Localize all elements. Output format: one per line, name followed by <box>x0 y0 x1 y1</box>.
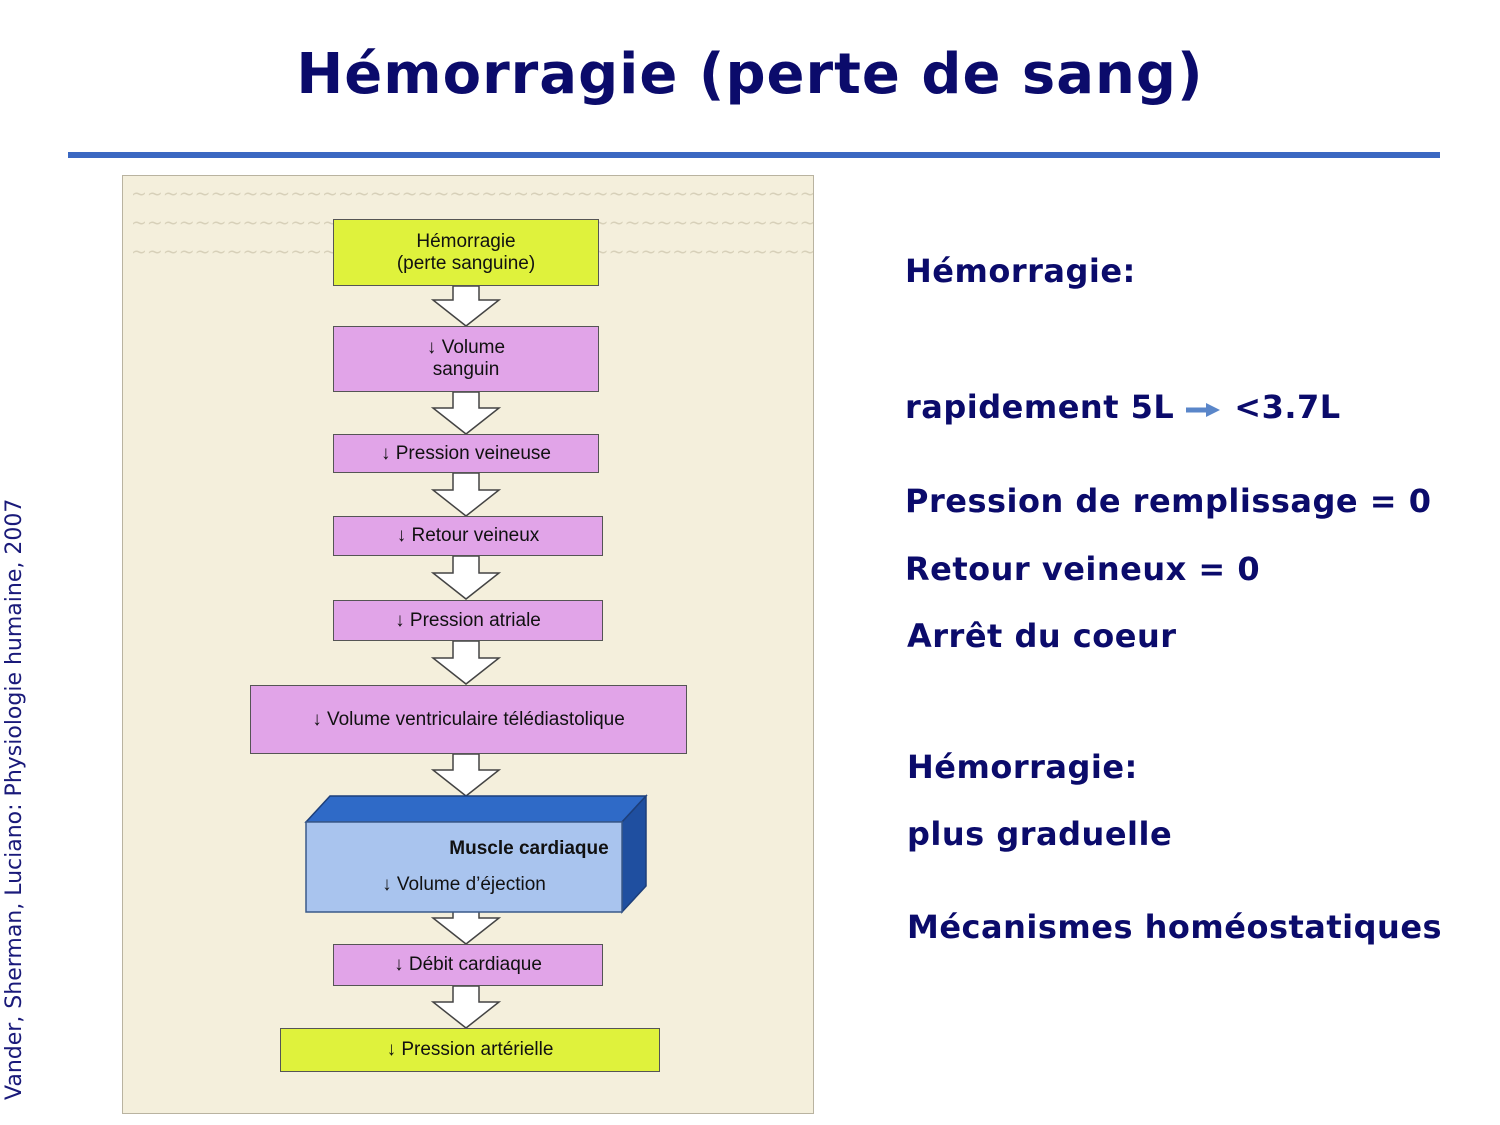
box-muscle-cardiaque: Muscle cardiaque ↓ Volume d’éjection <box>306 822 622 912</box>
box-volume-sanguin: ↓ Volume sanguin <box>333 326 599 392</box>
box-label: ↓ Volume d’éjection <box>382 874 546 895</box>
box-label: ↓ Volume <box>426 337 506 358</box>
text-retour-veineux: Retour veineux = 0 <box>905 550 1261 588</box>
box-label: Hémorragie <box>416 230 516 252</box>
down-arrow-icon <box>430 472 502 517</box>
box-label-bold: Muscle cardiaque <box>449 838 609 859</box>
citation: Vander, Sherman, Luciano: Physiologie hu… <box>2 498 27 1100</box>
text-plus-graduelle: plus graduelle <box>907 815 1173 853</box>
text-mecanismes: Mécanismes homéostatiques <box>907 908 1443 946</box>
text-arret-coeur: Arrêt du coeur <box>907 617 1177 655</box>
text-rapidement: rapidement 5L <3.7L <box>905 388 1341 428</box>
box-pression-veineuse: ↓ Pression veineuse <box>333 434 599 473</box>
down-arrow-icon <box>430 285 502 327</box>
text-pression-remplissage: Pression de remplissage = 0 <box>905 482 1432 520</box>
box-label: ↓ Pression atriale <box>395 609 541 631</box>
down-arrow-icon <box>430 555 502 600</box>
text-hemorragie-1: Hémorragie: <box>905 252 1136 290</box>
slide-title: Hémorragie (perte de sang) <box>296 42 1204 107</box>
text-hemorragie-2: Hémorragie: <box>907 748 1138 786</box>
box-pression-atriale: ↓ Pression atriale <box>333 600 603 641</box>
down-arrow-icon <box>430 640 502 685</box>
box-label: sanguin <box>432 359 500 380</box>
box-hemorragie: Hémorragie (perte sanguine) <box>333 219 599 286</box>
cube-front-face <box>305 821 623 913</box>
box-pression-arterielle: ↓ Pression artérielle <box>280 1028 660 1072</box>
box-retour-veineux: ↓ Retour veineux <box>333 516 603 556</box>
box-label: ↓ Volume ventriculaire télédiastolique <box>312 708 625 730</box>
down-arrow-icon <box>430 391 502 435</box>
cube-top-face <box>304 795 648 823</box>
box-label: (perte sanguine) <box>396 252 536 274</box>
flowchart-figure: ~~~~~~~~~~~~~~~~~~~~~~~~~~~~~~~~~~~~~~~~… <box>122 175 814 1114</box>
box-label: ↓ Pression veineuse <box>380 442 552 464</box>
box-volume-ventriculaire: ↓ Volume ventriculaire télédiastolique <box>250 685 687 754</box>
box-label: ↓ Débit cardiaque <box>394 954 542 975</box>
flow-arrows <box>304 285 648 1029</box>
box-debit-cardiaque: ↓ Débit cardiaque <box>333 944 603 986</box>
title-underline <box>68 152 1440 158</box>
box-label: ↓ Pression artérielle <box>386 1039 554 1060</box>
right-arrow-icon <box>1184 390 1224 428</box>
text-rapid-left: rapidement 5L <box>905 388 1175 426</box>
down-arrow-icon <box>430 753 502 797</box>
text-rapid-right: <3.7L <box>1234 388 1341 426</box>
down-arrow-icon <box>430 985 502 1029</box>
box-label: ↓ Retour veineux <box>396 525 540 546</box>
